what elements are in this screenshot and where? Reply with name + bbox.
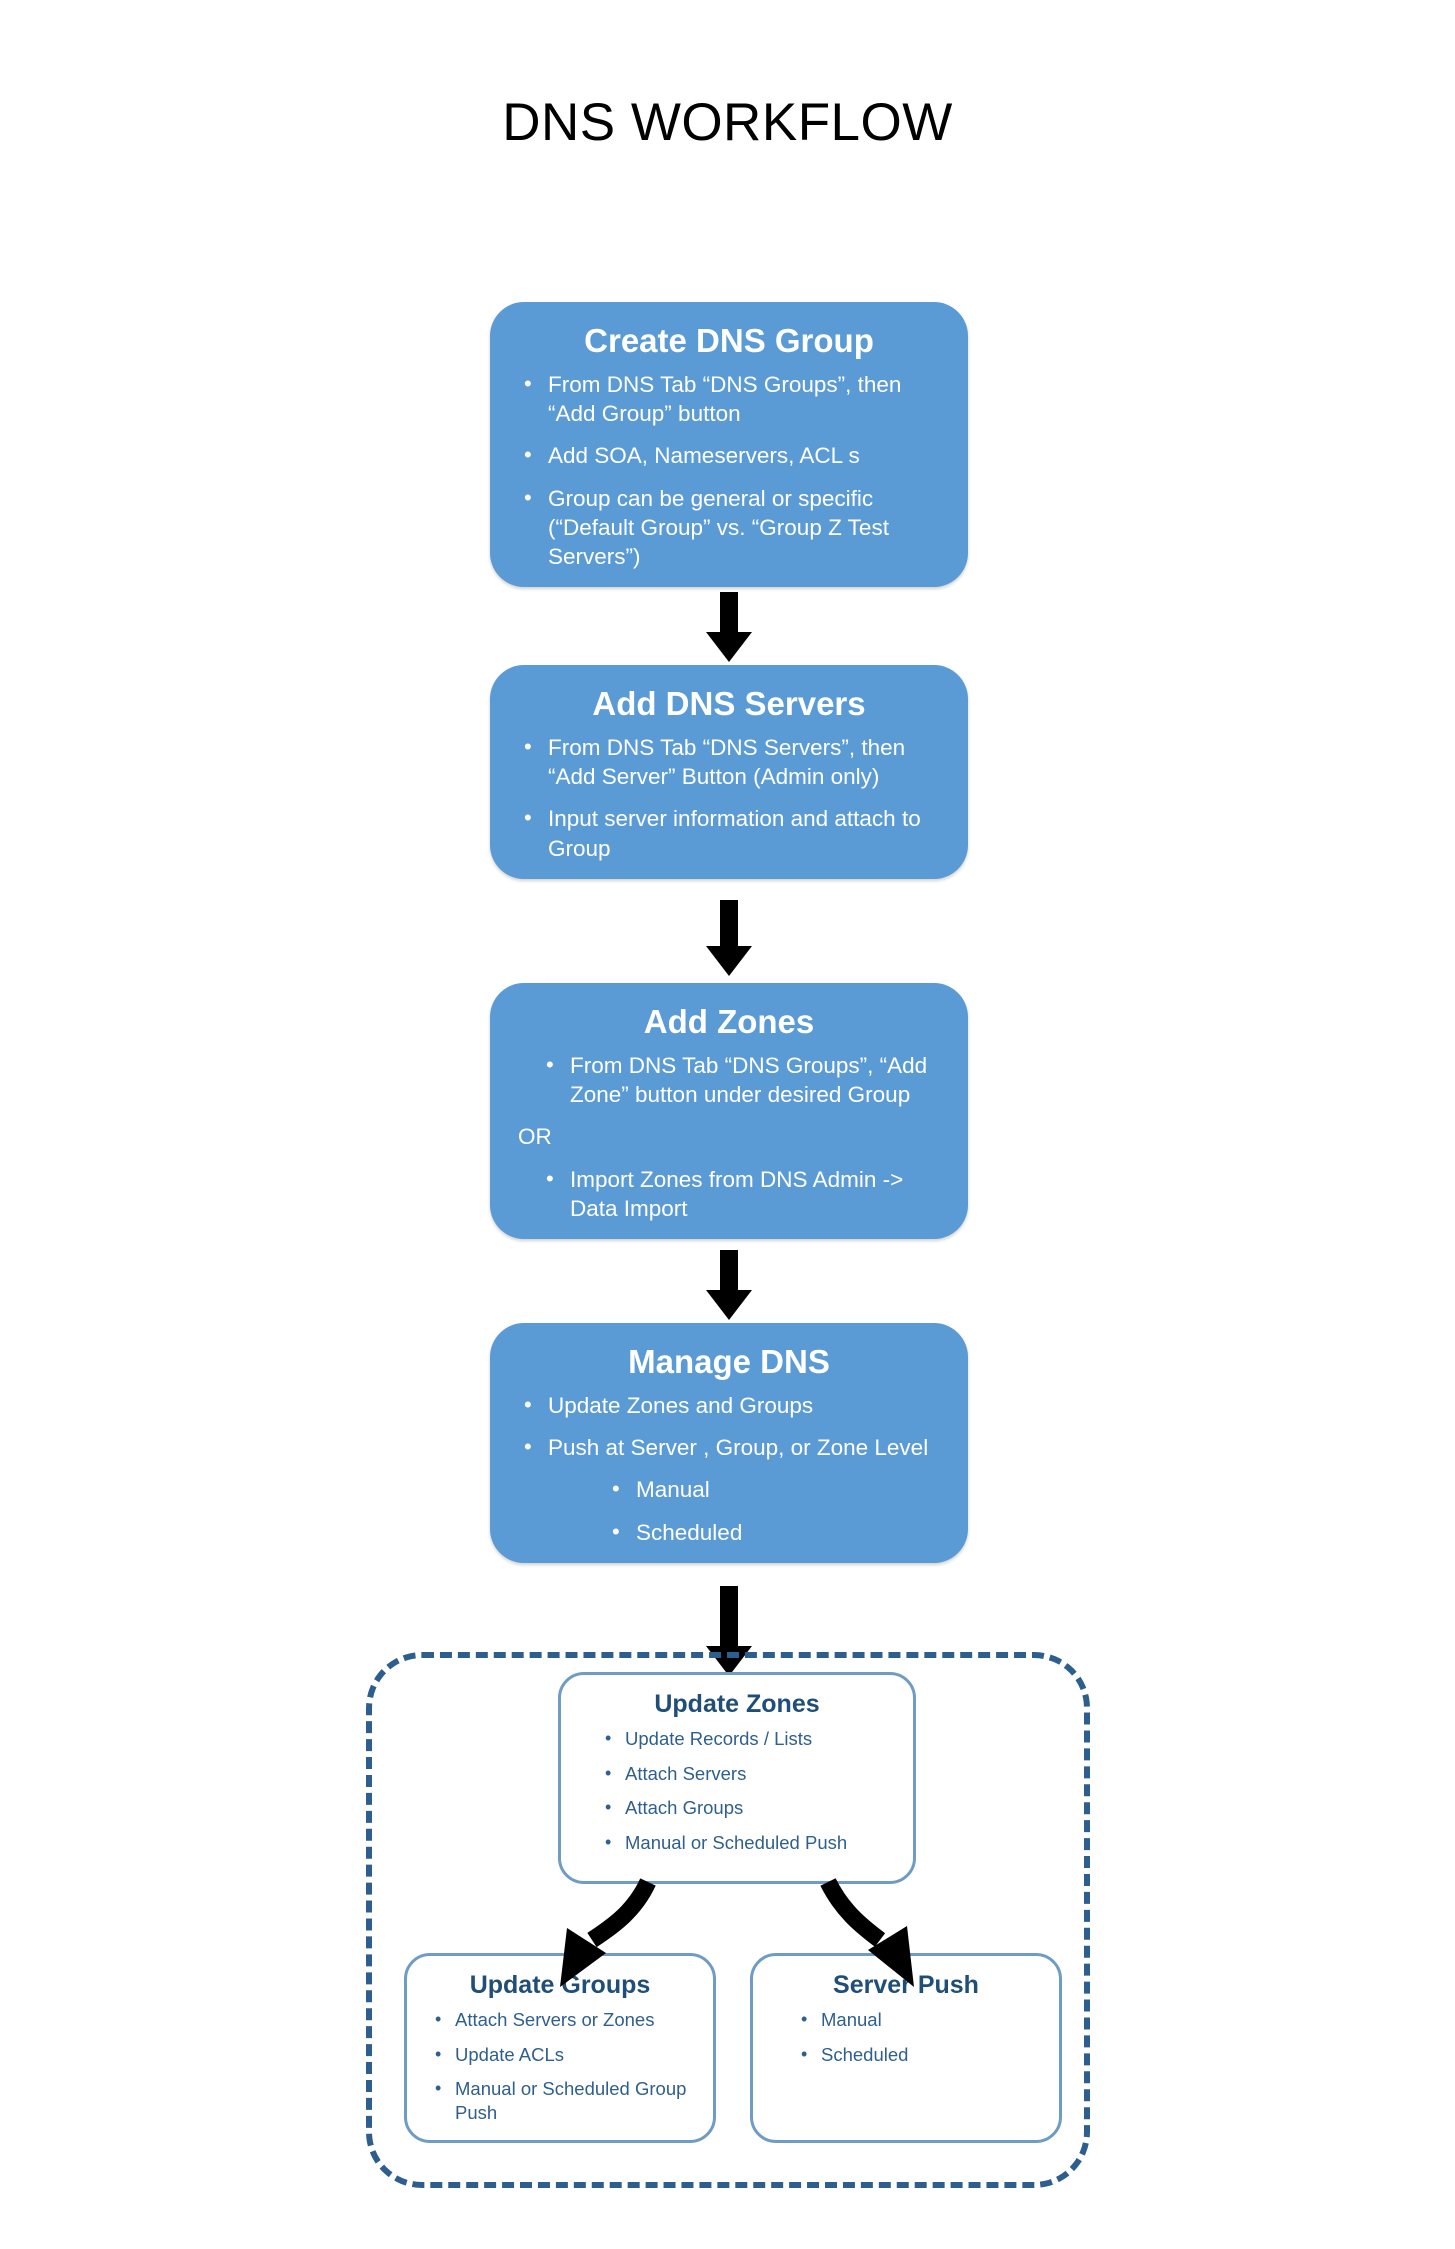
bullet-item: • From DNS Tab “DNS Servers”, then “Add … <box>516 733 942 792</box>
bullet-dot-icon: • <box>435 2078 442 2099</box>
arrow-shaft <box>720 1586 738 1648</box>
bullet-dot-icon: • <box>524 1391 532 1417</box>
step-box-create-dns-group[interactable]: Create DNS Group • From DNS Tab “DNS Gro… <box>490 302 968 588</box>
sub-box-body: • Attach Servers or Zones • Update ACLs … <box>407 2000 713 2135</box>
sub-bullet-item: • Manual <box>516 1475 942 1504</box>
bullet-dot-icon: • <box>524 484 532 510</box>
step-title: Create DNS Group <box>584 322 874 359</box>
sub-box-update-groups[interactable]: Update Groups • Attach Servers or Zones … <box>404 1953 716 2143</box>
bullet-dot-icon: • <box>524 442 532 468</box>
arrow-head <box>706 632 752 662</box>
bullet-dot-icon: • <box>801 2043 808 2064</box>
bullet-text: Manual <box>821 2009 882 2030</box>
bullet-item: • Import Zones from DNS Admin -> Data Im… <box>516 1165 942 1224</box>
bullet-dot-icon: • <box>801 2009 808 2029</box>
bullet-text: Update Records / Lists <box>625 1728 813 1749</box>
dashed-group-container <box>366 1652 1090 2188</box>
bullet-dot-icon: • <box>546 1165 554 1191</box>
bullet-dot-icon: • <box>612 1476 620 1502</box>
bullet-item: • Manual or Scheduled Push <box>595 1831 895 1855</box>
bullet-text: From DNS Tab “DNS Servers”, then “Add Se… <box>548 734 906 790</box>
bullet-item: • Update Records / Lists <box>595 1727 895 1751</box>
arrow-shaft <box>720 592 738 634</box>
bullet-text: Attach Servers or Zones <box>455 2009 655 2030</box>
arrow-head <box>706 1290 752 1320</box>
bullet-text: Scheduled <box>821 2043 909 2065</box>
sub-box-title: Update Groups <box>469 1971 651 1999</box>
bullet-text: Import Zones from DNS Admin -> Data Impo… <box>570 1166 904 1221</box>
bullet-text: Update Zones and Groups <box>548 1392 814 1418</box>
bullet-dot-icon: • <box>435 2009 442 2029</box>
bullet-item: • Add SOA, Nameservers, ACL s <box>516 441 942 470</box>
bullet-dot-icon: • <box>524 805 532 831</box>
bullet-text: Manual or Scheduled Group Push <box>455 2078 687 2124</box>
bullet-dot-icon: • <box>524 733 532 759</box>
bullet-item: • Update ACLs <box>425 2043 695 2067</box>
bullet-item: • Attach Servers or Zones <box>425 2008 695 2032</box>
step-title: Add Zones <box>643 1003 815 1040</box>
bullet-text: Manual or Scheduled Push <box>625 1832 848 1854</box>
bullet-dot-icon: • <box>612 1518 620 1544</box>
bullet-item: • From DNS Tab “DNS Groups”, “Add Zone” … <box>516 1051 942 1110</box>
bullet-dot-icon: • <box>605 1832 612 1853</box>
bullet-dot-icon: • <box>546 1051 554 1077</box>
sub-bullet-item: • Scheduled <box>516 1518 942 1547</box>
bullet-dot-icon: • <box>605 1762 612 1783</box>
step-body: • From DNS Tab “DNS Groups”, “Add Zone” … <box>490 1041 968 1239</box>
bullet-text: Scheduled <box>636 1519 743 1545</box>
bullet-item: • Group can be general or specific (“Def… <box>516 484 942 572</box>
flow-arrow-down-icon <box>706 1250 752 1320</box>
flow-arrow-down-icon <box>706 900 752 978</box>
bullet-text: From DNS Tab “DNS Groups”, “Add Zone” bu… <box>570 1052 928 1108</box>
arrow-head <box>706 946 752 976</box>
bullet-text: Attach Servers <box>625 1762 747 1784</box>
step-box-manage-dns[interactable]: Manage DNS • Update Zones and Groups • P… <box>490 1323 968 1563</box>
bullet-dot-icon: • <box>524 370 532 396</box>
bullet-dot-icon: • <box>605 1728 612 1748</box>
bullet-dot-icon: • <box>605 1797 612 1818</box>
bullet-item: • Attach Servers <box>595 1762 895 1786</box>
bullet-item: • Push at Server , Group, or Zone Level <box>516 1433 942 1462</box>
step-box-add-dns-servers[interactable]: Add DNS Servers • From DNS Tab “DNS Serv… <box>490 665 968 879</box>
bullet-item: • Input server information and attach to… <box>516 804 942 863</box>
arrow-shaft <box>720 1250 738 1292</box>
bullet-text: Group can be general or specific (“Defau… <box>548 485 889 570</box>
arrow-shaft <box>720 900 738 948</box>
sub-box-title: Server Push <box>833 1971 979 1999</box>
bullet-text: From DNS Tab “DNS Groups”, then “Add Gro… <box>548 371 902 427</box>
bullet-dot-icon: • <box>524 1434 532 1460</box>
flow-arrow-down-icon <box>706 1586 752 1678</box>
step-title: Manage DNS <box>628 1343 830 1380</box>
bullet-text: Add SOA, Nameservers, ACL s <box>548 443 860 469</box>
sub-box-body: • Update Records / Lists • Attach Server… <box>561 1719 913 1865</box>
bullet-item: • Attach Groups <box>595 1796 895 1820</box>
step-body: • From DNS Tab “DNS Groups”, then “Add G… <box>490 360 968 588</box>
step-body: • Update Zones and Groups • Push at Serv… <box>490 1381 968 1563</box>
bullet-item: • Manual or Scheduled Group Push <box>425 2077 695 2124</box>
bullet-item: • From DNS Tab “DNS Groups”, then “Add G… <box>516 370 942 429</box>
step-body: • From DNS Tab “DNS Servers”, then “Add … <box>490 723 968 879</box>
bullet-text: Manual <box>636 1477 710 1503</box>
bullet-dot-icon: • <box>435 2043 442 2064</box>
or-divider-label: OR <box>518 1124 552 1150</box>
sub-box-body: • Manual • Scheduled <box>753 2000 1059 2076</box>
bullet-item: • Scheduled <box>791 2043 1041 2067</box>
page-title: DNS WORKFLOW <box>502 93 953 152</box>
flow-arrow-down-icon <box>706 592 752 662</box>
bullet-text: Update ACLs <box>455 2043 565 2065</box>
sub-box-server-push[interactable]: Server Push • Manual • Scheduled <box>750 1953 1062 2143</box>
arrow-head <box>706 1646 752 1676</box>
sub-box-update-zones[interactable]: Update Zones • Update Records / Lists • … <box>558 1672 916 1884</box>
bullet-text: Attach Groups <box>625 1797 744 1819</box>
bullet-item: • Update Zones and Groups <box>516 1391 942 1420</box>
bullet-text: Push at Server , Group, or Zone Level <box>548 1435 929 1461</box>
sub-box-title: Update Zones <box>654 1690 820 1718</box>
bullet-text: Input server information and attach to G… <box>548 806 921 861</box>
step-box-add-zones[interactable]: Add Zones • From DNS Tab “DNS Groups”, “… <box>490 983 968 1240</box>
bullet-item: • Manual <box>791 2008 1041 2032</box>
step-title: Add DNS Servers <box>592 685 866 722</box>
